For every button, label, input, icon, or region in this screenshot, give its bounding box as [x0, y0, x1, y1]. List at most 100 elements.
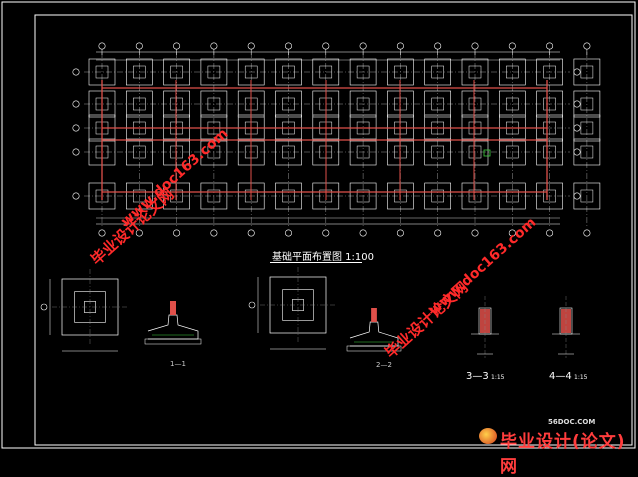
- footing-inner: [431, 189, 444, 203]
- footing-outer: [461, 58, 489, 86]
- footing-outer: [200, 138, 228, 166]
- footing-inner: [133, 145, 146, 159]
- footing-inner: [95, 65, 109, 79]
- footing-inner: [282, 189, 295, 203]
- footing-outer: [424, 182, 452, 210]
- footing-outer: [461, 138, 489, 166]
- footing-inner: [133, 65, 146, 79]
- footing-outer: [424, 90, 452, 118]
- axis-bubble-right: [573, 68, 581, 76]
- footing-inner: [543, 97, 556, 111]
- section-4-scale: 1:15: [574, 374, 588, 381]
- axis-bubble-left: [72, 192, 80, 200]
- footer-site: 56DOC.COM: [548, 418, 596, 426]
- footing-inner: [282, 145, 295, 159]
- footing-inner: [580, 145, 594, 159]
- outer-frame: [1, 1, 636, 449]
- footing-inner: [543, 189, 556, 203]
- inner-frame: [34, 14, 633, 446]
- footing-outer: [163, 58, 190, 86]
- footing-outer: [163, 182, 190, 210]
- footer-logo: 毕业设计(论文)网: [500, 427, 638, 477]
- footing-outer: [126, 138, 153, 166]
- footing-outer: [461, 90, 489, 118]
- footing-outer: [349, 90, 377, 118]
- axis-bubble-top: [583, 42, 591, 50]
- footing-outer: [126, 90, 153, 118]
- detail-column-section: [170, 301, 176, 315]
- footing-outer: [163, 90, 190, 118]
- axis-bubble-top: [173, 42, 181, 50]
- footing-outer: [498, 90, 526, 118]
- footing-inner: [468, 145, 482, 159]
- axis-bubble-top: [359, 42, 367, 50]
- footing-outer: [349, 58, 377, 86]
- axis-bubble-top: [471, 42, 479, 50]
- section-3-scale: 1:15: [491, 374, 505, 381]
- axis-bubble-bottom: [546, 229, 554, 237]
- footing-outer: [424, 138, 452, 166]
- detail-label-1: 1—1: [170, 360, 186, 368]
- axis-bubble-bottom: [396, 229, 404, 237]
- footing-outer: [573, 114, 601, 142]
- footing-outer: [573, 58, 601, 86]
- detail-footing-section: [147, 314, 199, 340]
- plan-title-underline: [270, 262, 362, 263]
- footing-inner: [506, 65, 519, 79]
- axis-bubble-bottom: [173, 229, 181, 237]
- footing-inner: [580, 97, 594, 111]
- footing-inner: [543, 145, 556, 159]
- footing-inner: [506, 189, 519, 203]
- footing-inner: [170, 189, 183, 203]
- footing-outer: [275, 58, 302, 86]
- detail-cushion: [346, 345, 402, 352]
- axis-bubble-top: [508, 42, 516, 50]
- footing-outer: [200, 90, 228, 118]
- footing-outer: [536, 90, 563, 118]
- footing-inner: [207, 145, 221, 159]
- footing-outer: [126, 182, 153, 210]
- foundation-plan: [72, 42, 601, 237]
- footing-inner: [207, 97, 221, 111]
- axis-bubble-bottom: [247, 229, 255, 237]
- footing-inner: [431, 145, 444, 159]
- axis-bubble-bottom: [322, 229, 330, 237]
- footing-inner: [356, 145, 370, 159]
- detail-label-2: 2—2: [376, 361, 392, 369]
- footing-outer: [349, 138, 377, 166]
- footing-outer: [461, 182, 489, 210]
- axis-bubble-top: [98, 42, 106, 50]
- axis-bubble-bottom: [359, 229, 367, 237]
- footing-outer: [275, 138, 302, 166]
- footing-inner: [431, 65, 444, 79]
- axis-bubble-top: [546, 42, 554, 50]
- footing-inner: [468, 189, 482, 203]
- footing-outer: [498, 58, 526, 86]
- axis-bubble-left: [72, 148, 80, 156]
- detail-axis-bubble: [40, 303, 48, 311]
- axis-bubble-bottom: [508, 229, 516, 237]
- axis-bubble-top: [322, 42, 330, 50]
- footing-outer: [424, 58, 452, 86]
- axis-bubble-top: [396, 42, 404, 50]
- axis-bubble-right: [573, 100, 581, 108]
- axis-bubble-left: [72, 100, 80, 108]
- footing-inner: [133, 189, 146, 203]
- footing-inner: [580, 65, 594, 79]
- footing-outer: [498, 182, 526, 210]
- footing-outer: [536, 58, 563, 86]
- footing-outer: [349, 182, 377, 210]
- section-4-title: 4—4: [549, 371, 572, 382]
- footing-inner: [282, 97, 295, 111]
- footing-outer: [573, 138, 601, 166]
- footing-outer: [275, 90, 302, 118]
- footing-inner: [207, 189, 221, 203]
- cad-drawing-svg: [1, 1, 636, 449]
- axis-bubble-top: [434, 42, 442, 50]
- footing-inner: [580, 121, 594, 135]
- footing-outer: [498, 138, 526, 166]
- footing-inner: [244, 65, 258, 79]
- footing-inner: [394, 65, 407, 79]
- axis-bubble-bottom: [583, 229, 591, 237]
